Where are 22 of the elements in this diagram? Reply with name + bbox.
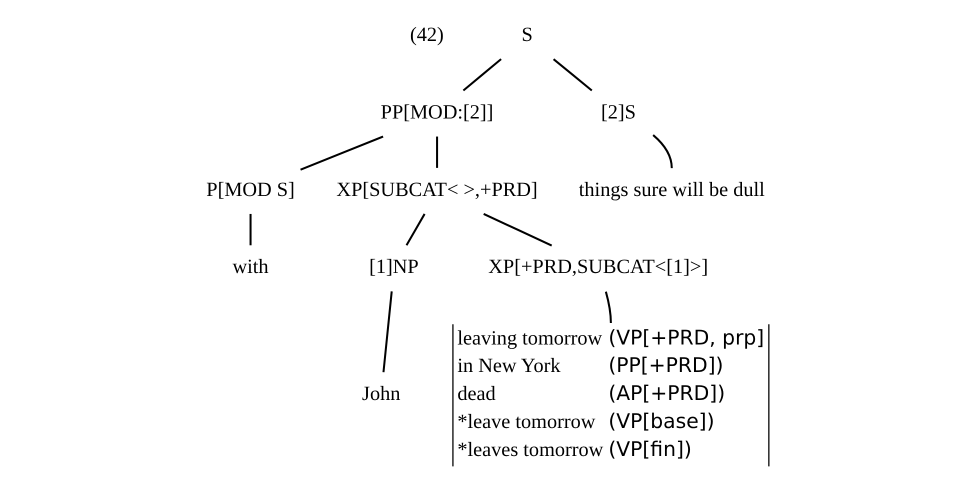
connector: [482, 213, 552, 246]
connector: [652, 134, 672, 168]
node-text: [1]NP: [368, 256, 418, 278]
node-text: S: [521, 24, 532, 46]
node-text: PP[MOD:[2]]: [380, 101, 493, 124]
node-text: leaving tomorrow (VP[+PRD, prp] in New York (PP[+PRD]) dead (AP[+PRD]) *leave tomorrow (VP[base]) *leaves tomorrow (VP[fin]): [456, 325, 764, 461]
connector: [604, 291, 612, 323]
connector: [300, 136, 383, 171]
node-text: P[MOD S]: [206, 178, 294, 201]
node-text: John: [362, 383, 400, 406]
node-text: XP[SUBCAT< >,+PRD]: [336, 178, 538, 201]
connector: [382, 291, 392, 372]
connector: [462, 58, 502, 92]
connector: [552, 58, 592, 92]
node-text: with: [232, 256, 268, 278]
label: (42): [410, 24, 444, 46]
connector: [249, 214, 252, 246]
connector: [405, 213, 425, 246]
node-text: [2]S: [600, 101, 636, 124]
node-text: things sure will be dull: [578, 178, 764, 201]
connector: [436, 136, 438, 168]
node-text: XP[+PRD,SUBCAT<[1]>]: [488, 256, 708, 278]
